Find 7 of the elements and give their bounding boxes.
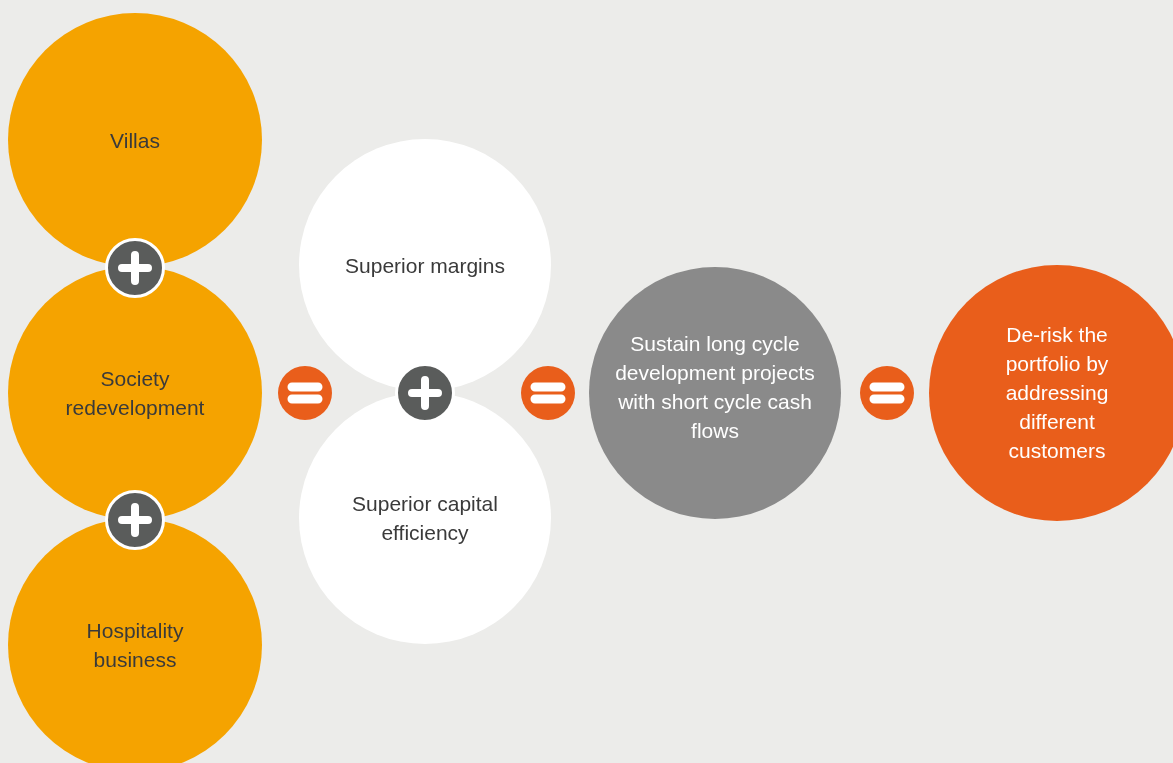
node-label: Superior capital efficiency xyxy=(351,491,499,546)
node-label: De-risk the portfolio by addressing different customers xyxy=(1004,321,1110,464)
node-label: Villas xyxy=(109,127,161,154)
node-label: Hospitality business xyxy=(85,618,185,673)
node-label: Society redevelopment xyxy=(64,366,206,421)
node-label: Superior margins xyxy=(344,252,506,279)
node-label: Sustain long cycle development projects with short cycle cash flows xyxy=(615,331,815,444)
